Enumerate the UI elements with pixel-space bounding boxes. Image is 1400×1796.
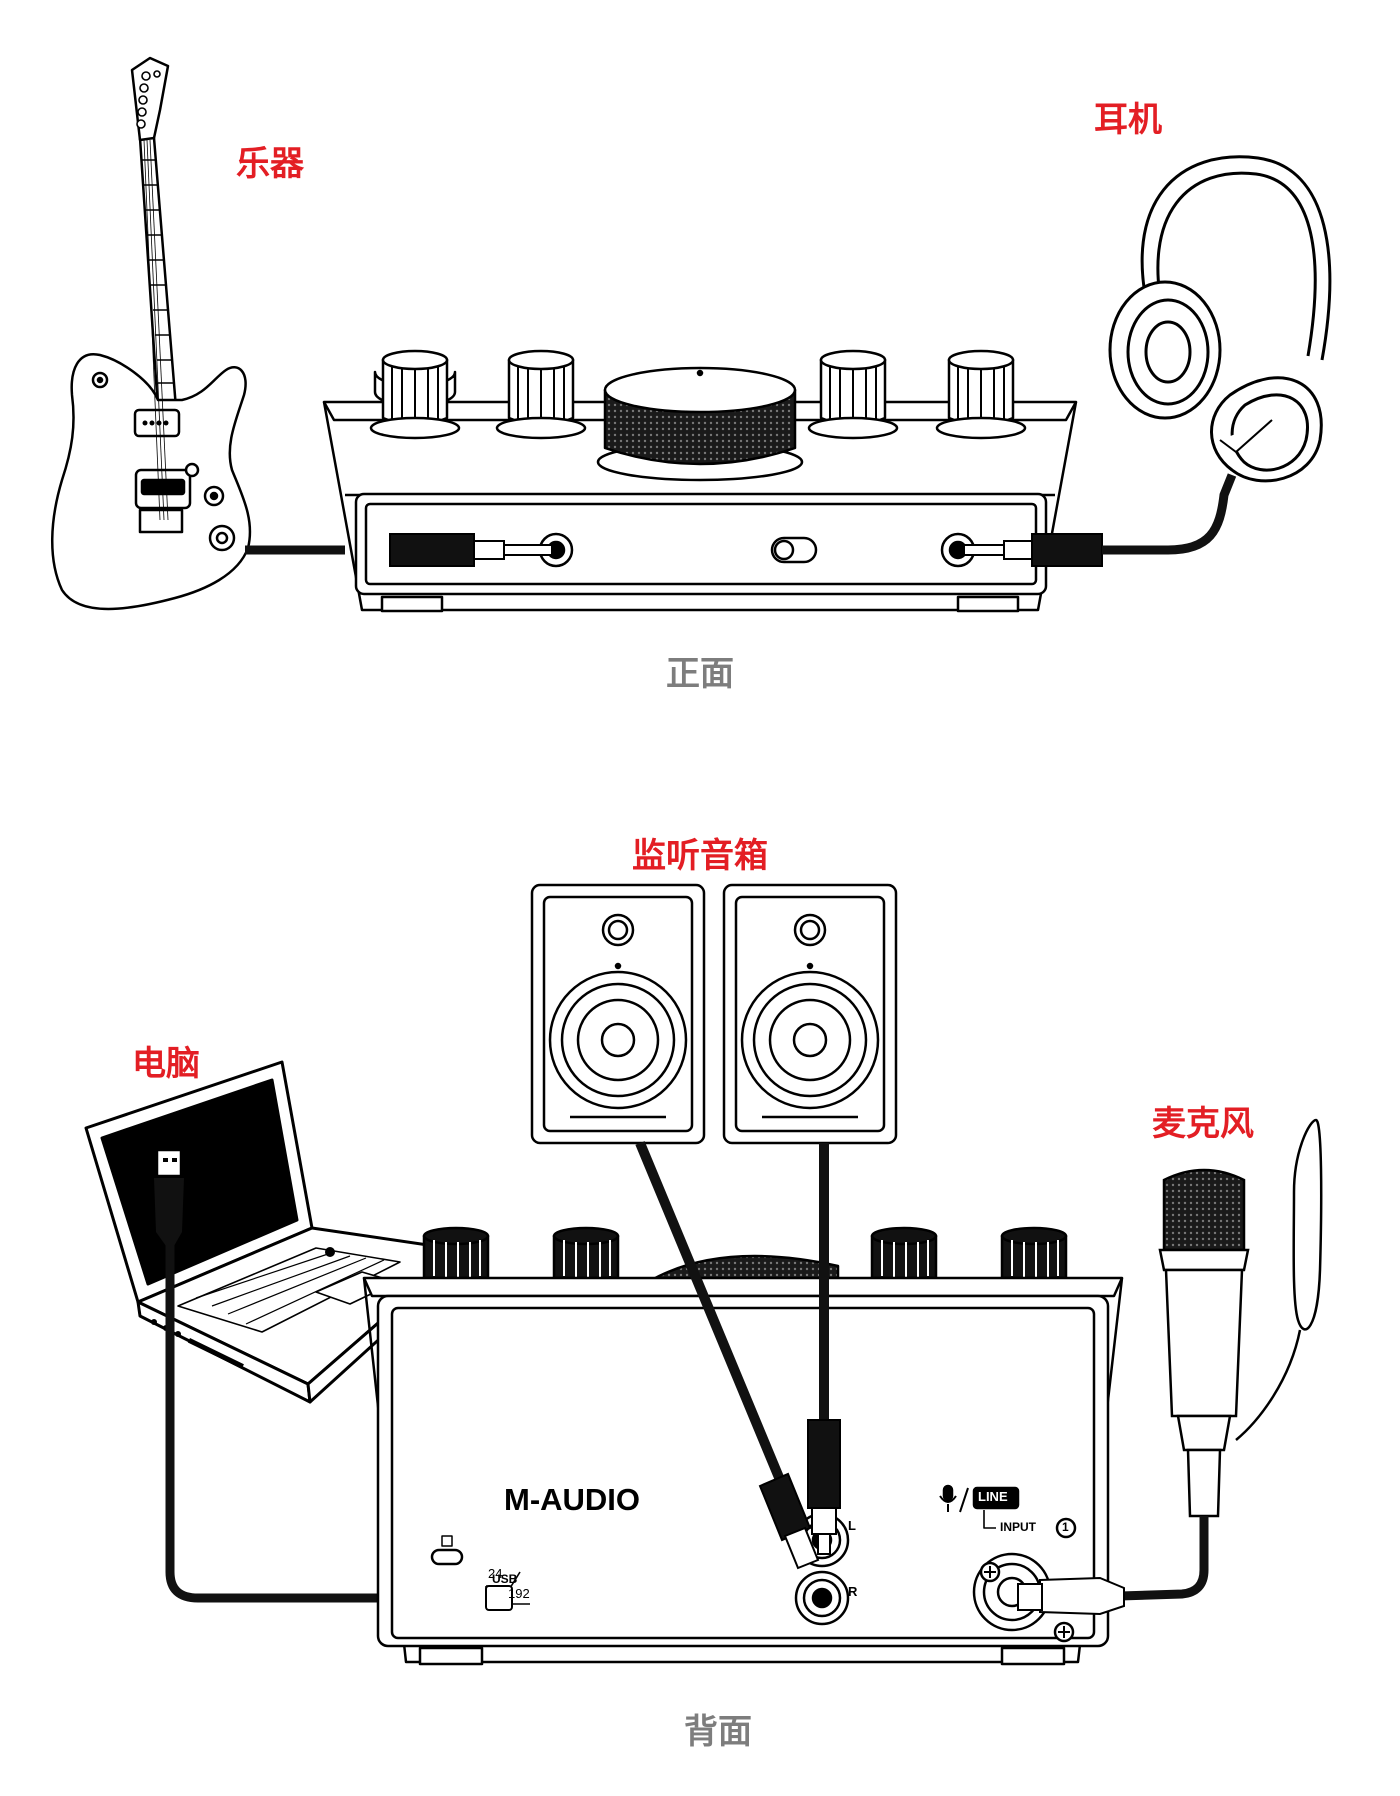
rate-top-text: 24 [488,1566,503,1581]
microphone-cable [1119,1516,1209,1601]
usb-port-label: USB [492,1572,518,1586]
monitors-label: 监听音箱 [632,836,768,876]
microphone-label: 麦克风 [1152,1104,1254,1144]
monitor-speaker-right [722,883,898,1145]
instrument-label: 乐器 [236,144,304,184]
headphones-label: 耳机 [1094,100,1162,140]
computer-label: 电脑 [132,1044,200,1084]
guitar [51,56,252,611]
audio-interface-front [322,349,1078,613]
monitor-speaker-left [530,883,706,1145]
xlr-plug [1017,1576,1125,1616]
back-view-caption: 背面 [684,1712,752,1752]
front-view-caption: 正面 [666,654,734,694]
monitor-plug-left [807,1419,841,1555]
instrument-plug [389,533,553,567]
input-number: 1 [1062,1520,1069,1534]
rate-bottom-text: 192 [508,1586,530,1601]
output-left-label: L [848,1518,856,1533]
audio-interface-back [362,1226,1124,1666]
brand-logo-text: M-AUDIO [504,1482,641,1517]
headphone-cable [1102,473,1237,555]
line-badge-text: LINE [978,1489,1008,1504]
microphone [1158,1118,1323,1518]
input-label: INPUT [1000,1520,1036,1534]
output-right-label: R [848,1584,858,1599]
headphones [1108,155,1332,483]
monitor-plug-right [758,1472,820,1570]
headphone-plug [963,533,1103,567]
monitor-cable-right [635,1141,810,1542]
